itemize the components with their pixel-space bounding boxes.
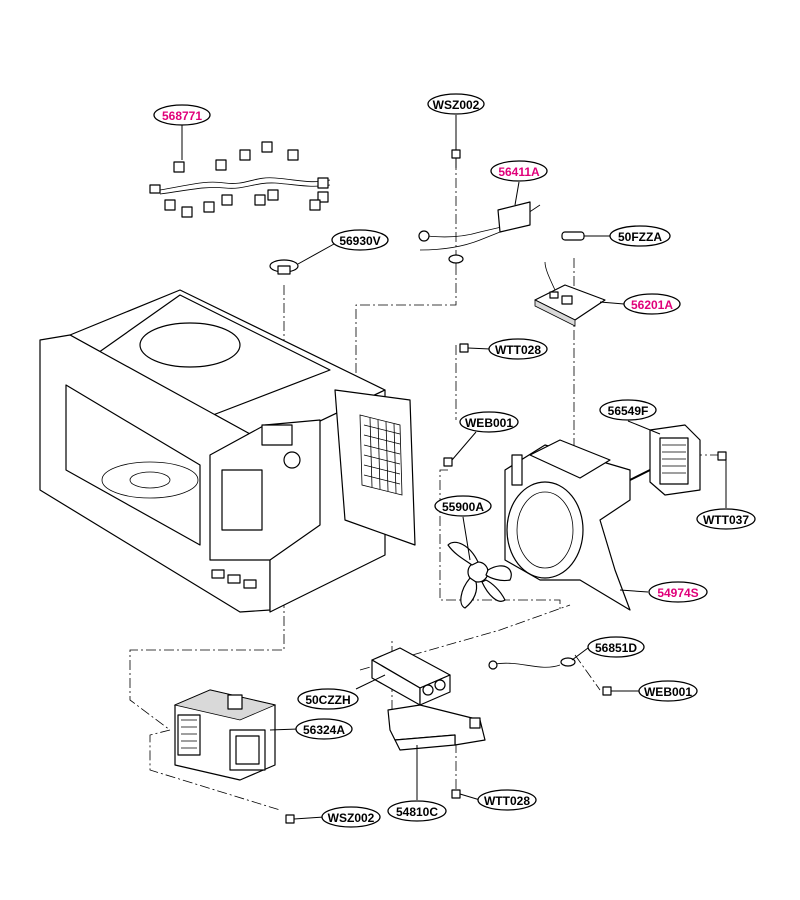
leader-lines <box>181 115 727 820</box>
label-WSZ002-top: WSZ002 <box>427 93 485 115</box>
magnetron-part <box>173 689 277 781</box>
label-text-WTT028-bottom: WTT028 <box>484 794 530 808</box>
bracket-part <box>387 704 486 751</box>
label-WTT028-top: WTT028 <box>488 338 548 360</box>
label-50CZZH: 50CZZH <box>297 688 359 710</box>
capacitor-part <box>371 647 451 706</box>
label-WSZ002-bottom: WSZ002 <box>321 806 381 828</box>
label-55900A: 55900A <box>434 495 492 517</box>
label-56201A: 56201A <box>623 293 681 315</box>
label-56851D: 56851D <box>587 636 645 658</box>
screws <box>285 343 727 824</box>
label-56411A: 56411A <box>490 160 548 182</box>
label-54974S: 54974S <box>648 581 708 603</box>
label-text-54810C: 54810C <box>396 805 438 819</box>
label-568771: 568771 <box>153 104 211 126</box>
part-labels: 568771 WSZ002 56411A 50FZZA 56201A 56930… <box>153 93 756 828</box>
label-56549F: 56549F <box>599 399 657 421</box>
thermal-fuse-part <box>488 657 576 670</box>
label-text-56930V: 56930V <box>339 234 380 248</box>
label-text-54974S: 54974S <box>657 586 698 600</box>
label-54810C: 54810C <box>387 800 447 822</box>
oven-cavity-part <box>39 289 416 613</box>
label-WTT037: WTT037 <box>696 508 756 530</box>
label-WEB001-bottom: WEB001 <box>638 680 698 702</box>
label-text-WSZ002-bottom: WSZ002 <box>328 811 375 825</box>
fuse-part <box>561 231 585 241</box>
label-56930V: 56930V <box>331 229 389 251</box>
label-text-55900A: 55900A <box>442 500 484 514</box>
label-text-56549F: 56549F <box>608 404 649 418</box>
label-text-56851D: 56851D <box>595 641 637 655</box>
thermostat-part <box>269 259 299 275</box>
fan-motor-part <box>629 424 701 496</box>
label-text-50FZZA: 50FZZA <box>618 230 662 244</box>
wire-harness-part <box>149 141 331 218</box>
label-56324A: 56324A <box>295 718 353 740</box>
label-WEB001-top: WEB001 <box>459 411 519 433</box>
label-text-56201A: 56201A <box>631 298 673 312</box>
label-text-WSZ002-top: WSZ002 <box>433 98 480 112</box>
label-text-56411A: 56411A <box>498 165 540 179</box>
label-text-50CZZH: 50CZZH <box>305 693 350 707</box>
label-50FZZA: 50FZZA <box>609 225 671 247</box>
label-text-WTT028-top: WTT028 <box>495 343 541 357</box>
fan-housing-part <box>504 439 631 611</box>
label-text-WEB001-bottom: WEB001 <box>644 685 692 699</box>
label-text-WEB001-top: WEB001 <box>465 416 513 430</box>
fan-blade-part <box>447 541 512 609</box>
vent-grille <box>359 414 403 496</box>
noise-filter-board-part <box>534 261 606 327</box>
label-WTT028-bottom: WTT028 <box>477 789 537 811</box>
label-text-568771: 568771 <box>162 109 202 123</box>
label-text-56324A: 56324A <box>303 723 345 737</box>
label-text-WTT037: WTT037 <box>703 513 749 527</box>
